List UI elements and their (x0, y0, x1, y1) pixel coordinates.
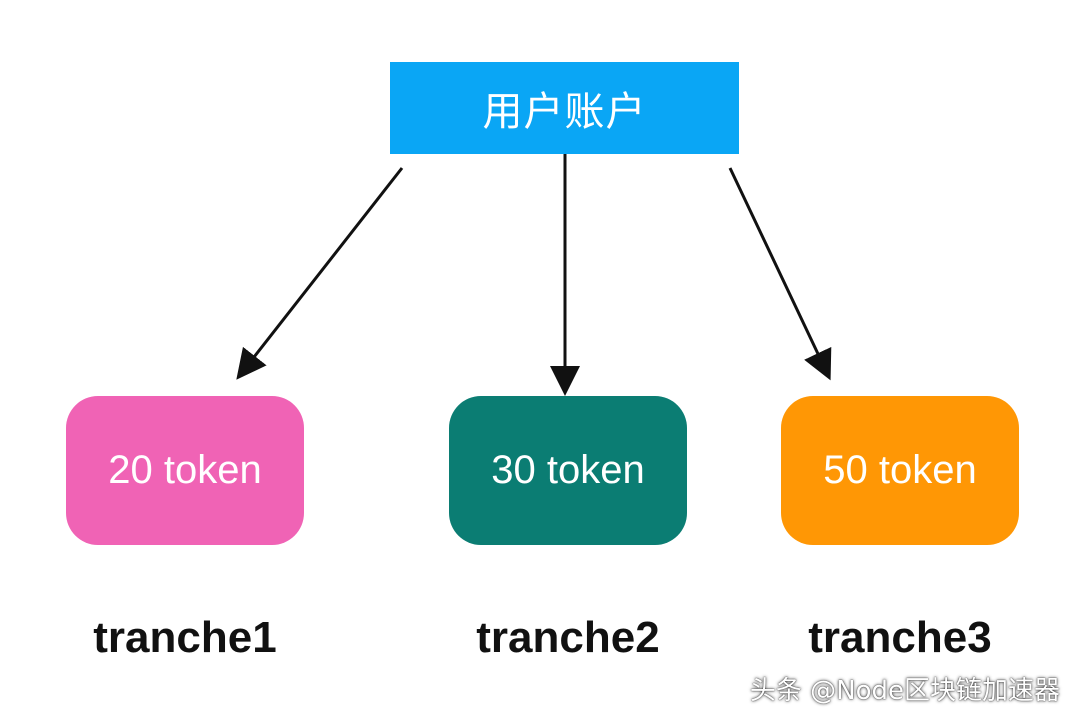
arrow-to-tranche1 (236, 167, 404, 380)
tranche1-amount: 20 token (108, 448, 262, 492)
arrow-to-tranche3 (728, 167, 832, 381)
tranche3-token-box: 50 token (781, 396, 1019, 545)
tranche2-label: tranche2 (449, 608, 687, 668)
tranche1-label: tranche1 (66, 608, 304, 668)
tranche1-token-box: 20 token (66, 396, 304, 545)
tranche1-name: tranche1 (93, 613, 277, 662)
user-account-node: 用户账户 (390, 62, 739, 154)
tranche2-amount: 30 token (491, 448, 645, 492)
tranche2-token-box: 30 token (449, 396, 687, 545)
tranche2-name: tranche2 (476, 613, 660, 662)
watermark: 头条 @Node区块链加速器 (749, 676, 1060, 706)
tranche3-amount: 50 token (823, 448, 977, 492)
user-account-label: 用户账户 (482, 89, 647, 135)
tranche3-label: tranche3 (781, 608, 1019, 668)
tranche3-name: tranche3 (808, 613, 992, 662)
